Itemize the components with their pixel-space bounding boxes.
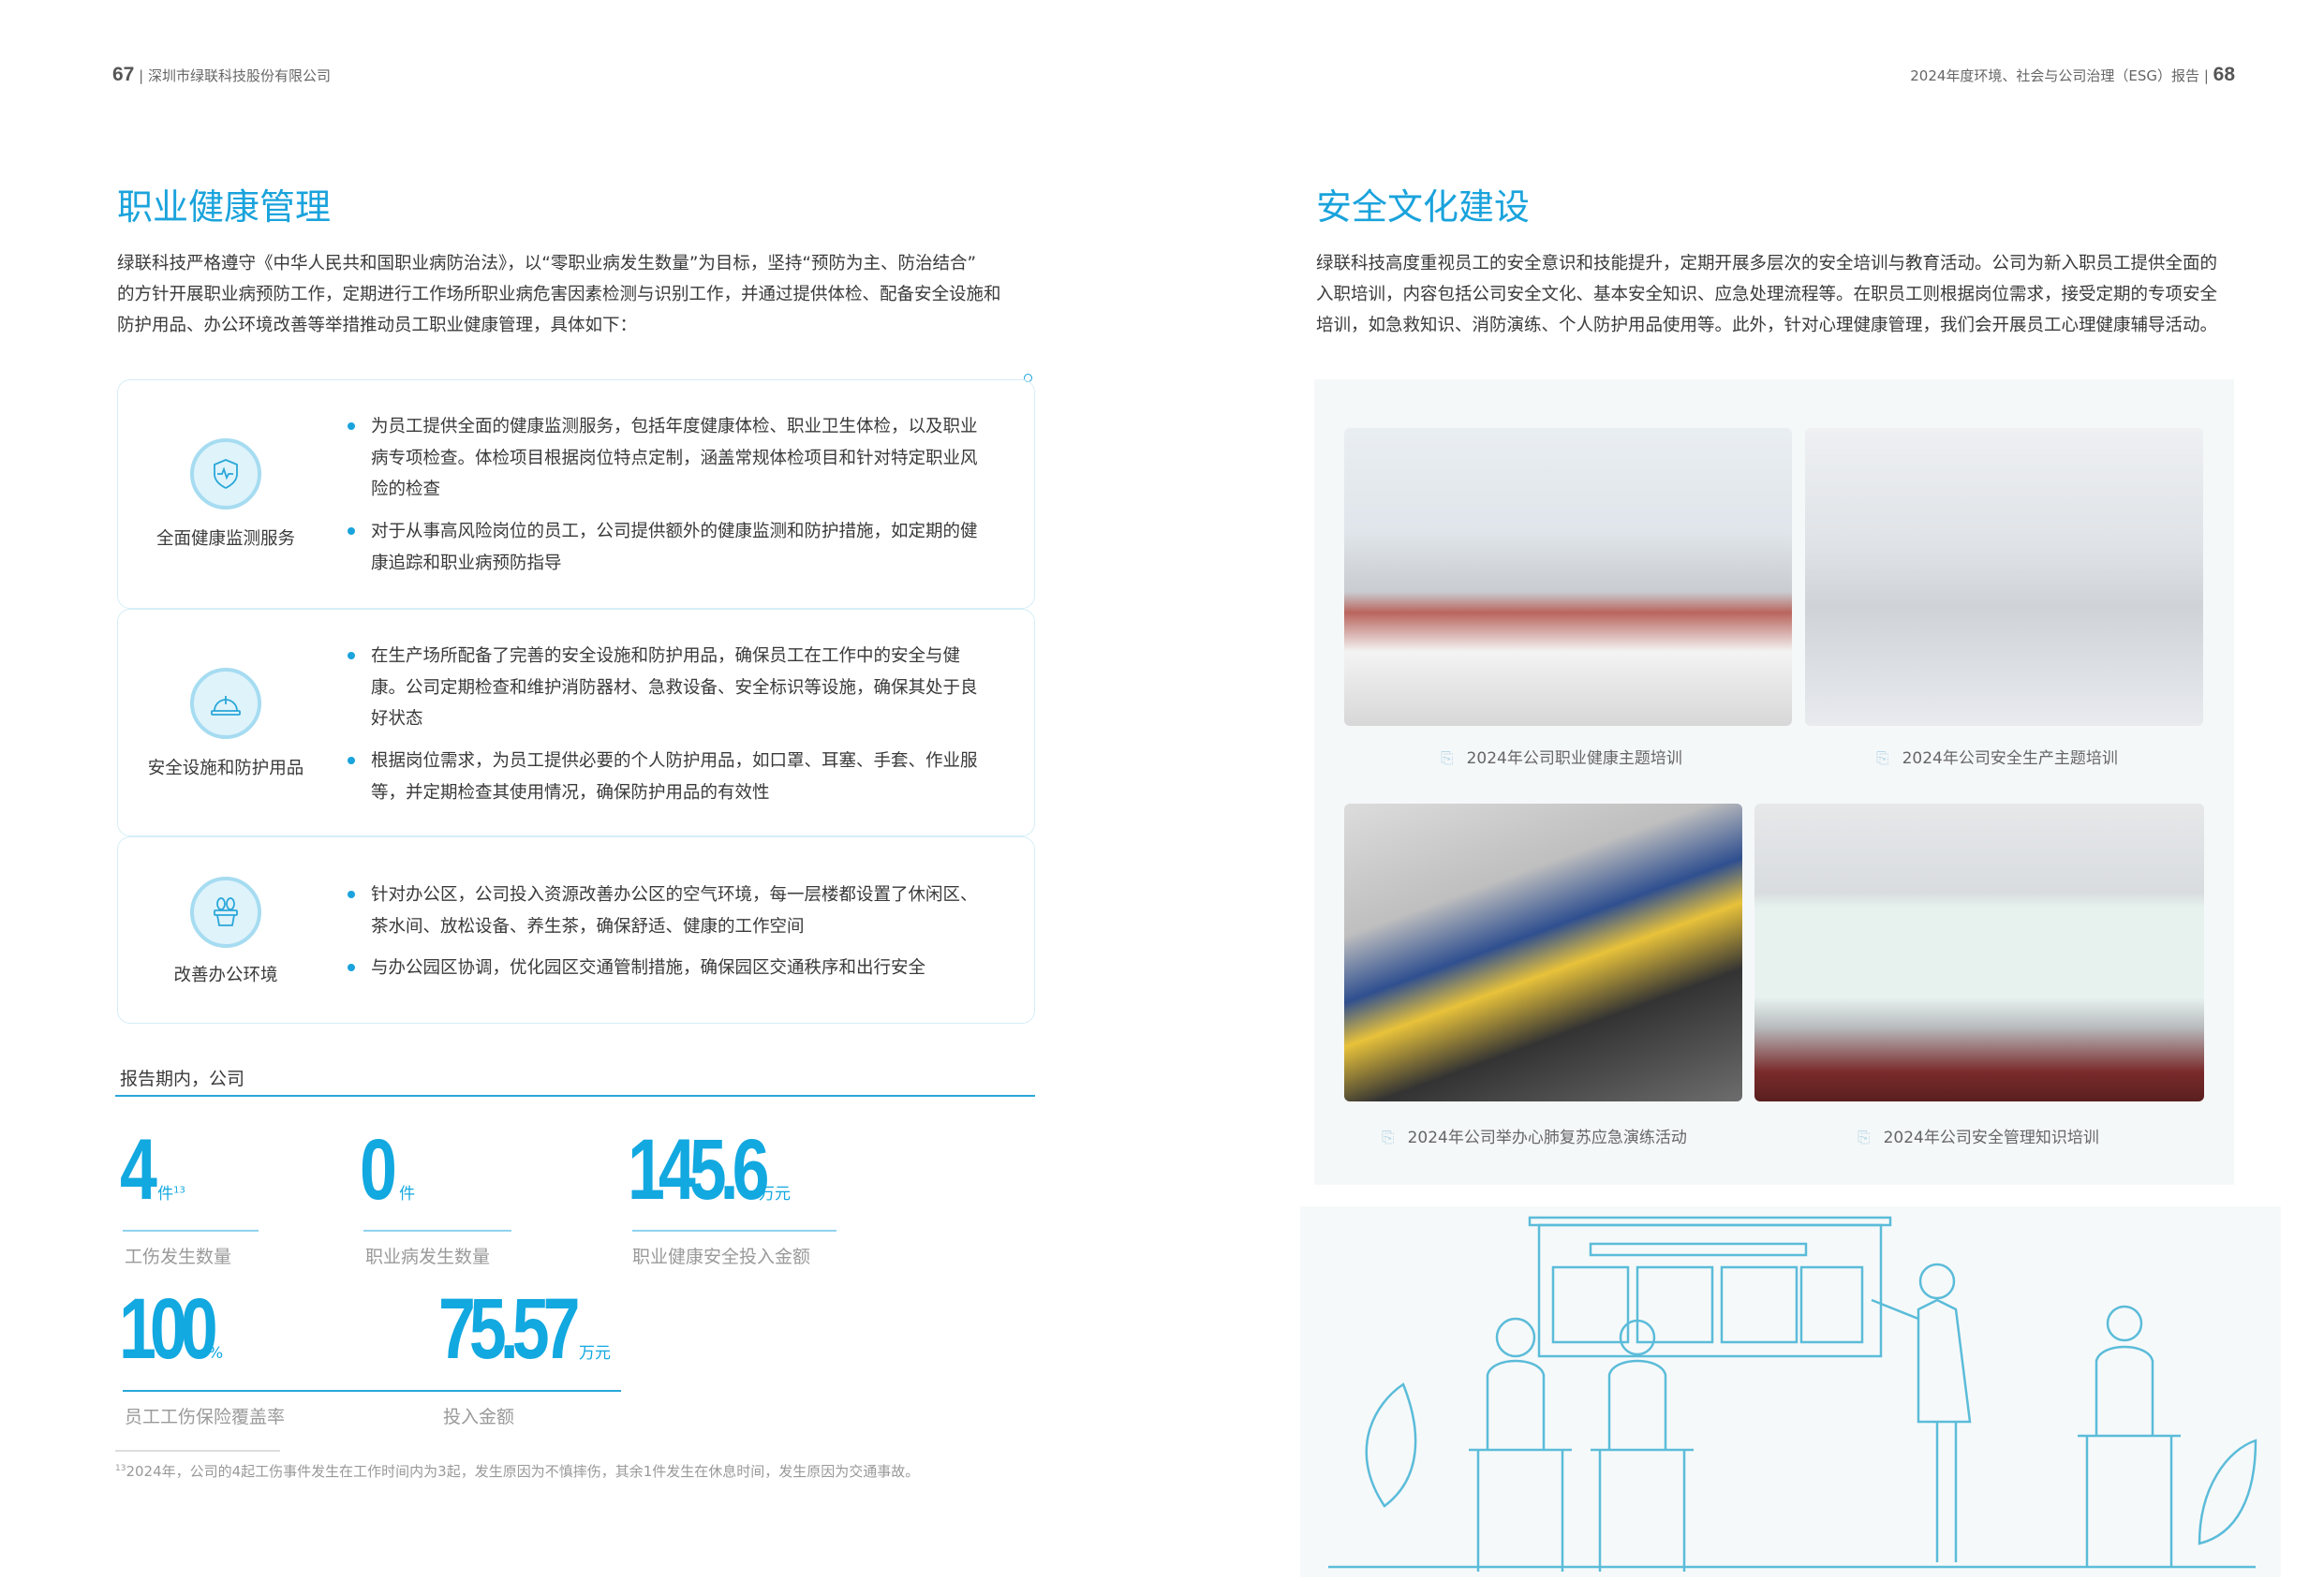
photo-caption: ⎘2024年公司举办心肺复苏应急演练活动 xyxy=(1382,1129,1687,1147)
divider xyxy=(363,1230,511,1232)
card-label: 改善办公环境 xyxy=(173,966,278,985)
hard-hat-icon xyxy=(190,668,261,739)
bullet-item: 根据岗位需求，为员工提供必要的个人防护用品，如口罩、耳塞、手套、作业服等，并定期… xyxy=(348,746,984,808)
bullet-item: 与办公园区协调，优化园区交通管制措施，确保园区交通秩序和出行安全 xyxy=(348,953,984,984)
stat-label: 工伤发生数量 xyxy=(125,1247,232,1267)
stat-insurance-coverage: 100% xyxy=(119,1281,224,1377)
photo-caption: ⎘2024年公司职业健康主题培训 xyxy=(1441,749,1682,768)
card-office-environment: 改善办公环境 针对办公区，公司投入资源改善办公区的空气环境，每一层楼都设置了休闲… xyxy=(117,836,1035,1024)
divider xyxy=(123,1390,621,1392)
page-number: 67 xyxy=(112,64,135,85)
training-illustration xyxy=(1300,1206,2281,1577)
divider xyxy=(115,1095,1035,1097)
classroom-illustration-icon xyxy=(1328,1216,2257,1572)
stat-label: 职业健康安全投入金额 xyxy=(632,1247,811,1267)
report-title: 2024年度环境、社会与公司治理（ESG）报告 xyxy=(1910,67,2200,84)
divider xyxy=(123,1230,259,1232)
stat-label: 员工工伤保险覆盖率 xyxy=(125,1407,286,1427)
stat-label: 投入金额 xyxy=(443,1407,515,1427)
bullet-item: 对于从事高风险岗位的员工，公司提供额外的健康监测和防护措施，如定期的健康追踪和职… xyxy=(348,516,984,579)
shield-heartbeat-icon xyxy=(190,438,261,510)
stats-heading: 报告期内，公司 xyxy=(120,1069,245,1089)
photo-cpr-drill xyxy=(1344,804,1742,1101)
company-name: 深圳市绿联科技股份有限公司 xyxy=(147,67,331,84)
photo-caption: ⎘2024年公司安全管理知识培训 xyxy=(1858,1129,2099,1147)
page-number: 68 xyxy=(2213,64,2235,85)
section-title: 职业健康管理 xyxy=(117,186,332,228)
card-label: 全面健康监测服务 xyxy=(155,529,295,549)
intro-paragraph: 绿联科技严格遵守《中华人民共和国职业病防治法》，以“零职业病发生数量”为目标，坚… xyxy=(117,254,1001,335)
potted-plant-icon xyxy=(190,877,261,948)
footnote-divider xyxy=(115,1450,280,1452)
card-health-monitoring: 全面健康监测服务 为员工提供全面的健康监测服务，包括年度健康体检、职业卫生体检，… xyxy=(117,379,1035,609)
divider xyxy=(632,1230,836,1232)
photo-safety-management-training xyxy=(1754,804,2204,1101)
footnote: 132024年，公司的4起工伤事件发生在工作时间内为3起，发生原因为不慎摔伤，其… xyxy=(115,1463,920,1480)
left-page-header: 67 | 深圳市绿联科技股份有限公司 xyxy=(112,64,331,85)
bullet-item: 为员工提供全面的健康监测服务，包括年度健康体检、职业卫生体检，以及职业病专项检查… xyxy=(348,411,984,506)
stat-health-investment: 145.6万元 xyxy=(628,1122,791,1218)
intro-paragraph: 绿联科技高度重视员工的安全意识和技能提升，定期开展多层次的安全培训与教育活动。公… xyxy=(1316,254,2218,335)
stat-label: 职业病发生数量 xyxy=(365,1247,491,1267)
photo-health-training xyxy=(1344,428,1792,726)
section-title: 安全文化建设 xyxy=(1316,186,1531,228)
card-label: 安全设施和防护用品 xyxy=(147,759,304,778)
photo-production-training xyxy=(1805,428,2203,726)
bullet-item: 针对办公区，公司投入资源改善办公区的空气环境，每一层楼都设置了休闲区、茶水间、放… xyxy=(348,879,984,942)
photo-caption: ⎘2024年公司安全生产主题培训 xyxy=(1876,749,2118,768)
card-safety-equipment: 安全设施和防护用品 在生产场所配备了完善的安全设施和防护用品，确保员工在工作中的… xyxy=(117,609,1035,836)
right-page-header: 2024年度环境、社会与公司治理（ESG）报告 | 68 xyxy=(1910,64,2235,85)
bullet-item: 在生产场所配备了完善的安全设施和防护用品，确保员工在工作中的安全与健康。公司定期… xyxy=(348,641,984,735)
photo-gallery: ⎘2024年公司职业健康主题培训 ⎘2024年公司安全生产主题培训 ⎘2024年… xyxy=(1314,379,2234,1185)
